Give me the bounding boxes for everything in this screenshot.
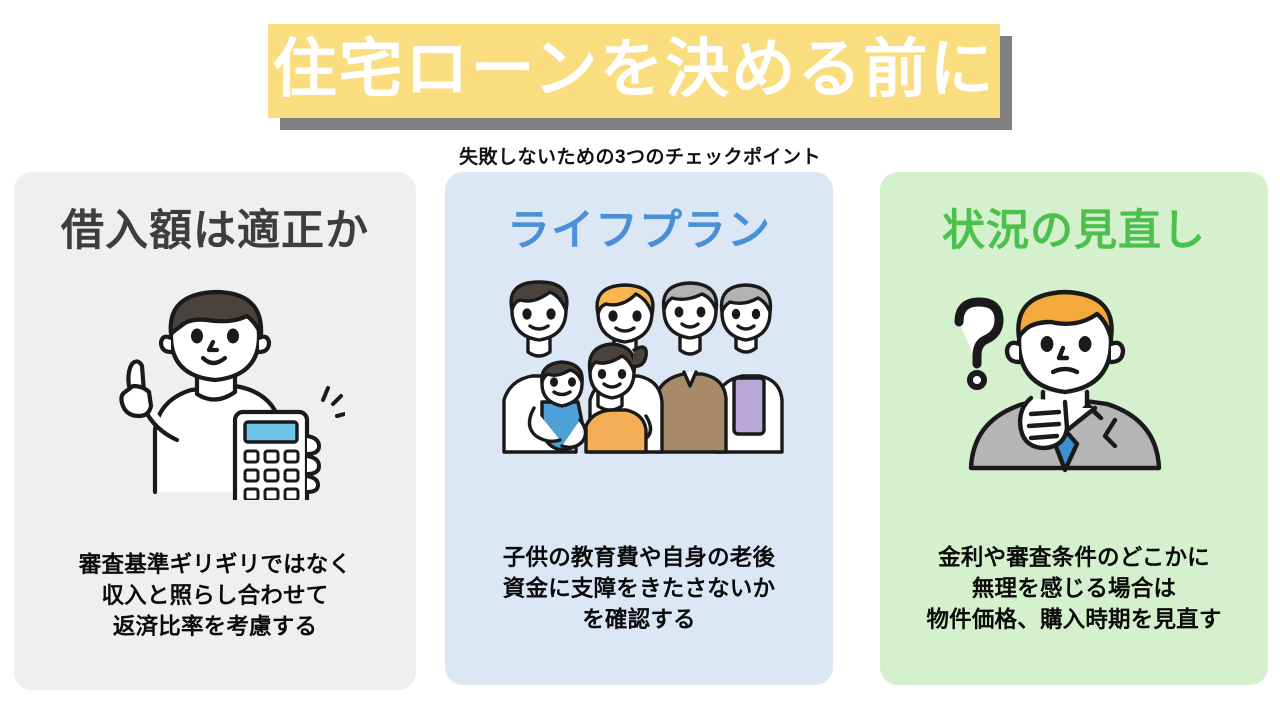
card-1-body: 審査基準ギリギリではなく 収入と照らし合わせて 返済比率を考慮する bbox=[14, 549, 416, 642]
title-banner: 住宅ローンを決める前に bbox=[268, 24, 1012, 130]
card-1-body-line-3: 返済比率を考慮する bbox=[112, 613, 318, 639]
card-1-body-line-1: 審査基準ギリギリではなく bbox=[78, 551, 352, 577]
card-2-body-line-3: を確認する bbox=[582, 606, 696, 632]
person-pointing-with-calculator-illustration bbox=[14, 280, 416, 530]
question-mark-icon bbox=[954, 297, 1004, 390]
checkpoint-card-1: 借入額は適正か bbox=[14, 172, 416, 690]
card-1-body-line-2: 収入と照らし合わせて bbox=[101, 582, 329, 608]
card-2-heading: ライフプラン bbox=[507, 207, 771, 255]
card-3-body: 金利や審査条件のどこかに 無理を感じる場合は 物件価格、購入時期を見直す bbox=[880, 542, 1268, 635]
checkpoint-card-2: ライフプラン bbox=[445, 172, 833, 685]
title-banner-fill: 住宅ローンを決める前に bbox=[268, 24, 1000, 118]
three-generation-family-illustration bbox=[445, 280, 833, 530]
card-1-heading: 借入額は適正か bbox=[61, 207, 369, 255]
page-subtitle: 失敗しないための3つのチェックポイント bbox=[458, 147, 822, 168]
card-3-body-line-3: 物件価格、購入時期を見直す bbox=[926, 606, 1222, 632]
thinking-businessman-with-question-marks-illustration bbox=[880, 280, 1268, 530]
card-3-heading: 状況の見直し bbox=[942, 207, 1206, 255]
card-2-body-line-1: 子供の教育費や自身の老後 bbox=[502, 544, 776, 570]
card-3-body-line-2: 無理を感じる場合は bbox=[971, 575, 1177, 601]
page-title: 住宅ローンを決める前に bbox=[272, 33, 996, 105]
card-2-body-line-2: 資金に支障をきたさないか bbox=[502, 575, 776, 601]
checkpoint-card-3: 状況の見直し bbox=[880, 172, 1268, 685]
card-3-body-line-1: 金利や審査条件のどこかに bbox=[938, 544, 1210, 570]
card-2-body: 子供の教育費や自身の老後 資金に支障をきたさないか を確認する bbox=[445, 542, 833, 635]
